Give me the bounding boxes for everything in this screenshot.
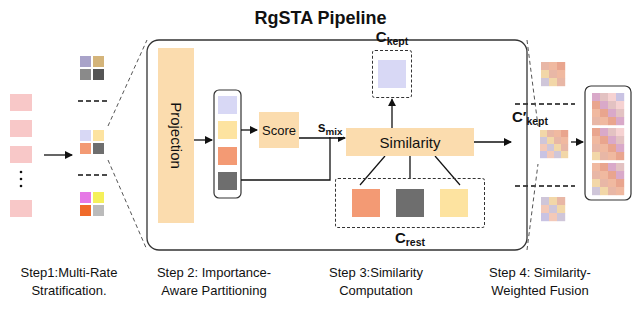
label-text: C′kept bbox=[512, 108, 548, 125]
projection-box: Projection bbox=[158, 48, 194, 223]
step-caption: Step 2: Importance-Aware Partitioning bbox=[150, 264, 278, 300]
box-label: Projection bbox=[168, 102, 185, 169]
label-text: Step 3:Similarity Computation bbox=[329, 265, 423, 298]
box-label: Score bbox=[262, 123, 296, 138]
rest-token-group: Crest bbox=[335, 178, 485, 248]
title: RgSTA Pipeline bbox=[0, 8, 641, 29]
label-text: Step 4: Similarity-Weighted Fusion bbox=[489, 265, 591, 298]
rest-token bbox=[352, 189, 380, 217]
box-label: Similarity bbox=[380, 134, 441, 151]
similarity-box: Similarity bbox=[346, 128, 474, 156]
step-caption: Step 3:Similarity Computation bbox=[316, 264, 436, 300]
step-caption: Step1:Multi-Rate Stratification. bbox=[5, 264, 133, 300]
score-box: Score bbox=[259, 112, 299, 148]
group-heading: Ckept bbox=[368, 28, 416, 47]
label-text: Step 2: Importance-Aware Partitioning bbox=[157, 265, 271, 298]
connector bbox=[409, 156, 410, 178]
connector bbox=[299, 137, 345, 138]
dashed-frame bbox=[372, 50, 412, 98]
title-text: RgSTA Pipeline bbox=[254, 8, 386, 28]
kept-token-group: Ckept bbox=[368, 28, 416, 98]
group-heading: Crest bbox=[335, 229, 485, 248]
label-text: Step1:Multi-Rate Stratification. bbox=[21, 265, 118, 298]
edge-label: smix bbox=[317, 119, 344, 137]
connector bbox=[391, 99, 392, 128]
kept-token bbox=[378, 60, 406, 88]
dashed-frame bbox=[335, 178, 485, 228]
rest-token bbox=[396, 189, 424, 217]
fused-token-label: C′kept bbox=[512, 108, 548, 127]
step-caption: Step 4: Similarity-Weighted Fusion bbox=[474, 264, 606, 300]
rest-token bbox=[440, 189, 468, 217]
